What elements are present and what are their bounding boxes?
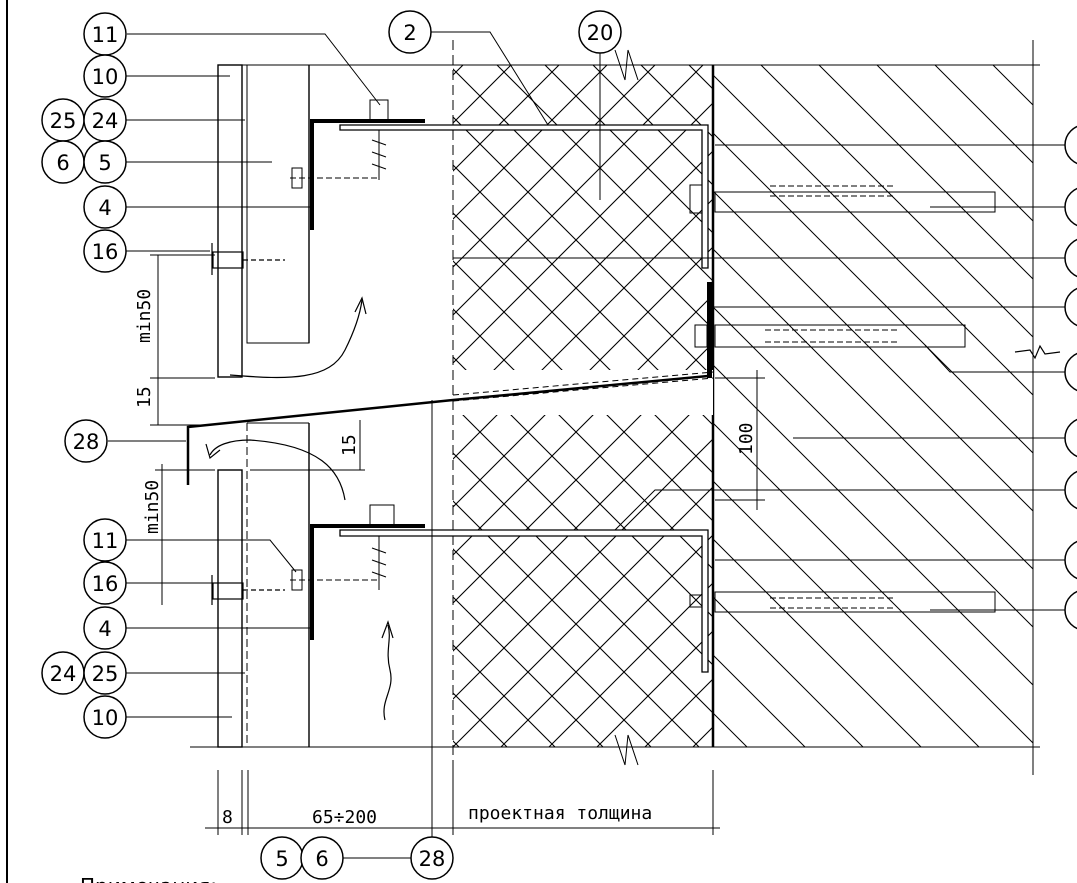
callout-24-top-text: 24 <box>92 109 119 133</box>
bracket-bottom <box>290 504 709 673</box>
callout-20 <box>578 10 622 54</box>
callout-20-text: 20 <box>587 21 614 45</box>
callout-4-top <box>83 185 127 229</box>
callout-10-top <box>83 54 127 98</box>
dim-100: 100 <box>736 422 757 455</box>
cladding-panel-top <box>217 64 310 378</box>
base-wall <box>711 40 1061 775</box>
callout-25-bot <box>83 651 127 695</box>
callout-5-top-text: 5 <box>98 151 111 175</box>
callout-11-bot <box>83 518 127 562</box>
callout-11-bot-text: 11 <box>92 529 119 553</box>
callout-2 <box>388 10 432 54</box>
bracket-top <box>290 99 709 269</box>
notes-heading: Примечания: <box>80 874 217 883</box>
callout-4-top-text: 4 <box>98 196 111 220</box>
dim-15-left: 15 <box>134 386 155 408</box>
callout-28-left <box>64 419 108 463</box>
right-callouts <box>1064 125 1077 630</box>
dim-min50-top: min50 <box>134 289 155 343</box>
leader-lines <box>108 31 1065 859</box>
cladding-panel-bottom <box>217 422 310 748</box>
callout-16-bot <box>83 561 127 605</box>
callout-6-bottom <box>300 836 344 880</box>
callout-10-bot <box>83 695 127 739</box>
callout-25-bot-text: 25 <box>92 662 119 686</box>
callout-6-top-text: 6 <box>56 151 69 175</box>
callout-5-bottom-text: 5 <box>275 847 288 871</box>
dim-8: 8 <box>222 807 233 828</box>
callout-4-bot-text: 4 <box>98 617 111 641</box>
wall-profile <box>707 282 712 378</box>
callout-4-bot <box>83 606 127 650</box>
wall-anchors <box>689 184 996 613</box>
callout-11-top-text: 11 <box>92 23 119 47</box>
flashing-28 <box>186 374 709 485</box>
callout-10-top-text: 10 <box>92 65 119 89</box>
insulation-layer <box>452 40 714 770</box>
dim-design-thickness: проектная толщина <box>468 803 652 824</box>
dim-min50-bot: min50 <box>142 480 163 534</box>
callout-28-left-text: 28 <box>73 430 100 454</box>
callout-16-top <box>83 229 127 273</box>
callout-16-bot-text: 16 <box>92 572 119 596</box>
callout-25-top-text: 25 <box>50 109 77 133</box>
callout-5-top <box>83 140 127 184</box>
callout-6-bottom-text: 6 <box>315 847 328 871</box>
dim-65-200: 65÷200 <box>312 807 377 828</box>
callout-28-bottom <box>410 836 454 880</box>
fastener-16 <box>211 243 285 605</box>
callout-2-text: 2 <box>403 21 416 45</box>
callout-10-bot-text: 10 <box>92 706 119 730</box>
callout-24-bot-text: 24 <box>50 662 77 686</box>
callout-28-bottom-text: 28 <box>419 847 446 871</box>
callout-16-top-text: 16 <box>92 240 119 264</box>
airflow-arrows <box>205 296 394 721</box>
dim-15-mid: 15 <box>339 434 360 456</box>
